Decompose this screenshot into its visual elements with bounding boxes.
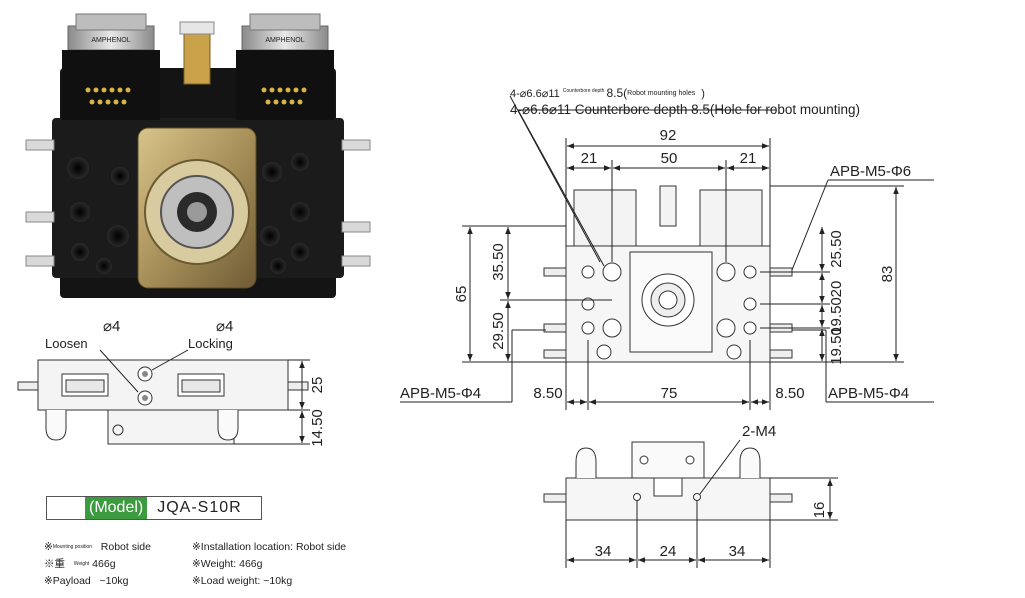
fitting-label-top-right: APB-M5-Φ6 xyxy=(830,163,911,180)
spec-install-value: Robot side xyxy=(100,541,151,553)
dim-92: 92 xyxy=(660,127,677,144)
top-connector-left xyxy=(573,189,637,247)
bottom-view xyxy=(543,441,793,521)
spec-install-cn: ※Mounting position Robot side xyxy=(44,541,151,553)
dim-19-50-upper: 19.50 xyxy=(828,297,845,335)
connector-housing-left xyxy=(62,50,160,120)
side-fittings xyxy=(25,139,371,267)
dim-21-right: 21 xyxy=(740,150,757,167)
bottom-view-dimensions xyxy=(565,439,838,568)
connector-housing-right xyxy=(236,50,334,120)
hole-note-line2: 4-⌀6.6⌀11 Counterbore depth 8.5(Hole for… xyxy=(510,102,860,117)
dim-16: 16 xyxy=(811,502,828,519)
dim-29-50: 29.50 xyxy=(490,312,507,350)
spec-weight-prefix: ※重 xyxy=(44,558,65,570)
dim-65: 65 xyxy=(453,286,470,303)
connector-brand-right: AMPHENOL xyxy=(265,37,304,44)
locking-label: Locking xyxy=(188,336,233,351)
dim-24: 24 xyxy=(660,543,677,560)
dim-19-50-lower: 19.50 xyxy=(828,327,845,365)
spec-install-tiny: Mounting position xyxy=(52,544,93,550)
product-photo: AMPHENOL AMPHENOL xyxy=(25,13,371,298)
dim-8-50-left: 8.50 xyxy=(533,385,562,402)
dim-8-50-right: 8.50 xyxy=(775,385,804,402)
spec-install-en: ※Installation location: Robot side xyxy=(192,541,347,553)
contact-pins xyxy=(85,87,307,105)
body-holes xyxy=(67,153,310,274)
air-fitting-top xyxy=(183,27,211,85)
model-blank-cell xyxy=(47,497,85,519)
dim-25-50: 25.50 xyxy=(828,230,845,268)
spec-payload-cn: ※Payload ~10kg xyxy=(44,574,128,589)
fitting-label-right: APB-M5-Φ4 xyxy=(828,385,909,402)
dim-20: 20 xyxy=(828,281,845,298)
holes-2-m4-label: 2-M4 xyxy=(742,423,776,440)
side-view xyxy=(17,349,310,445)
dim-34-left: 34 xyxy=(595,543,612,560)
loosen-label: Loosen xyxy=(45,336,88,351)
dim-side-14-50: 14.50 xyxy=(309,409,326,447)
spec-payload-label: ※Payload xyxy=(44,575,91,587)
side-lower-body xyxy=(107,409,235,445)
top-connector-right xyxy=(699,189,763,247)
spec-load-en: ※Load weight: ~10kg xyxy=(192,575,293,587)
spec-weight-value: 466g xyxy=(92,558,116,570)
locking-diameter: ⌀4 xyxy=(216,318,233,335)
spec-weight-cn: ※重 Weight 466g xyxy=(44,557,116,572)
dim-21-left: 21 xyxy=(581,150,598,167)
model-label: (Model) xyxy=(85,497,148,519)
model-box: (Model) JQA-S10R xyxy=(46,496,262,520)
spec-payload-value: ~10kg xyxy=(99,575,129,587)
connector-brand-left: AMPHENOL xyxy=(91,37,130,44)
dim-side-25: 25 xyxy=(309,377,326,394)
fitting-label-left: APB-M5-Φ4 xyxy=(400,385,481,402)
dim-83: 83 xyxy=(879,266,896,283)
model-value: JQA-S10R xyxy=(157,499,242,516)
dim-34-right: 34 xyxy=(729,543,746,560)
dim-50: 50 xyxy=(661,150,678,167)
dim-75: 75 xyxy=(661,385,678,402)
spec-weight-tiny: Weight xyxy=(73,561,90,567)
spec-weight-en: ※Weight: 466g xyxy=(192,558,263,570)
dim-35-50: 35.50 xyxy=(490,243,507,281)
top-view-dimensions xyxy=(400,95,934,410)
top-view xyxy=(543,185,793,363)
loosen-diameter: ⌀4 xyxy=(103,318,120,335)
